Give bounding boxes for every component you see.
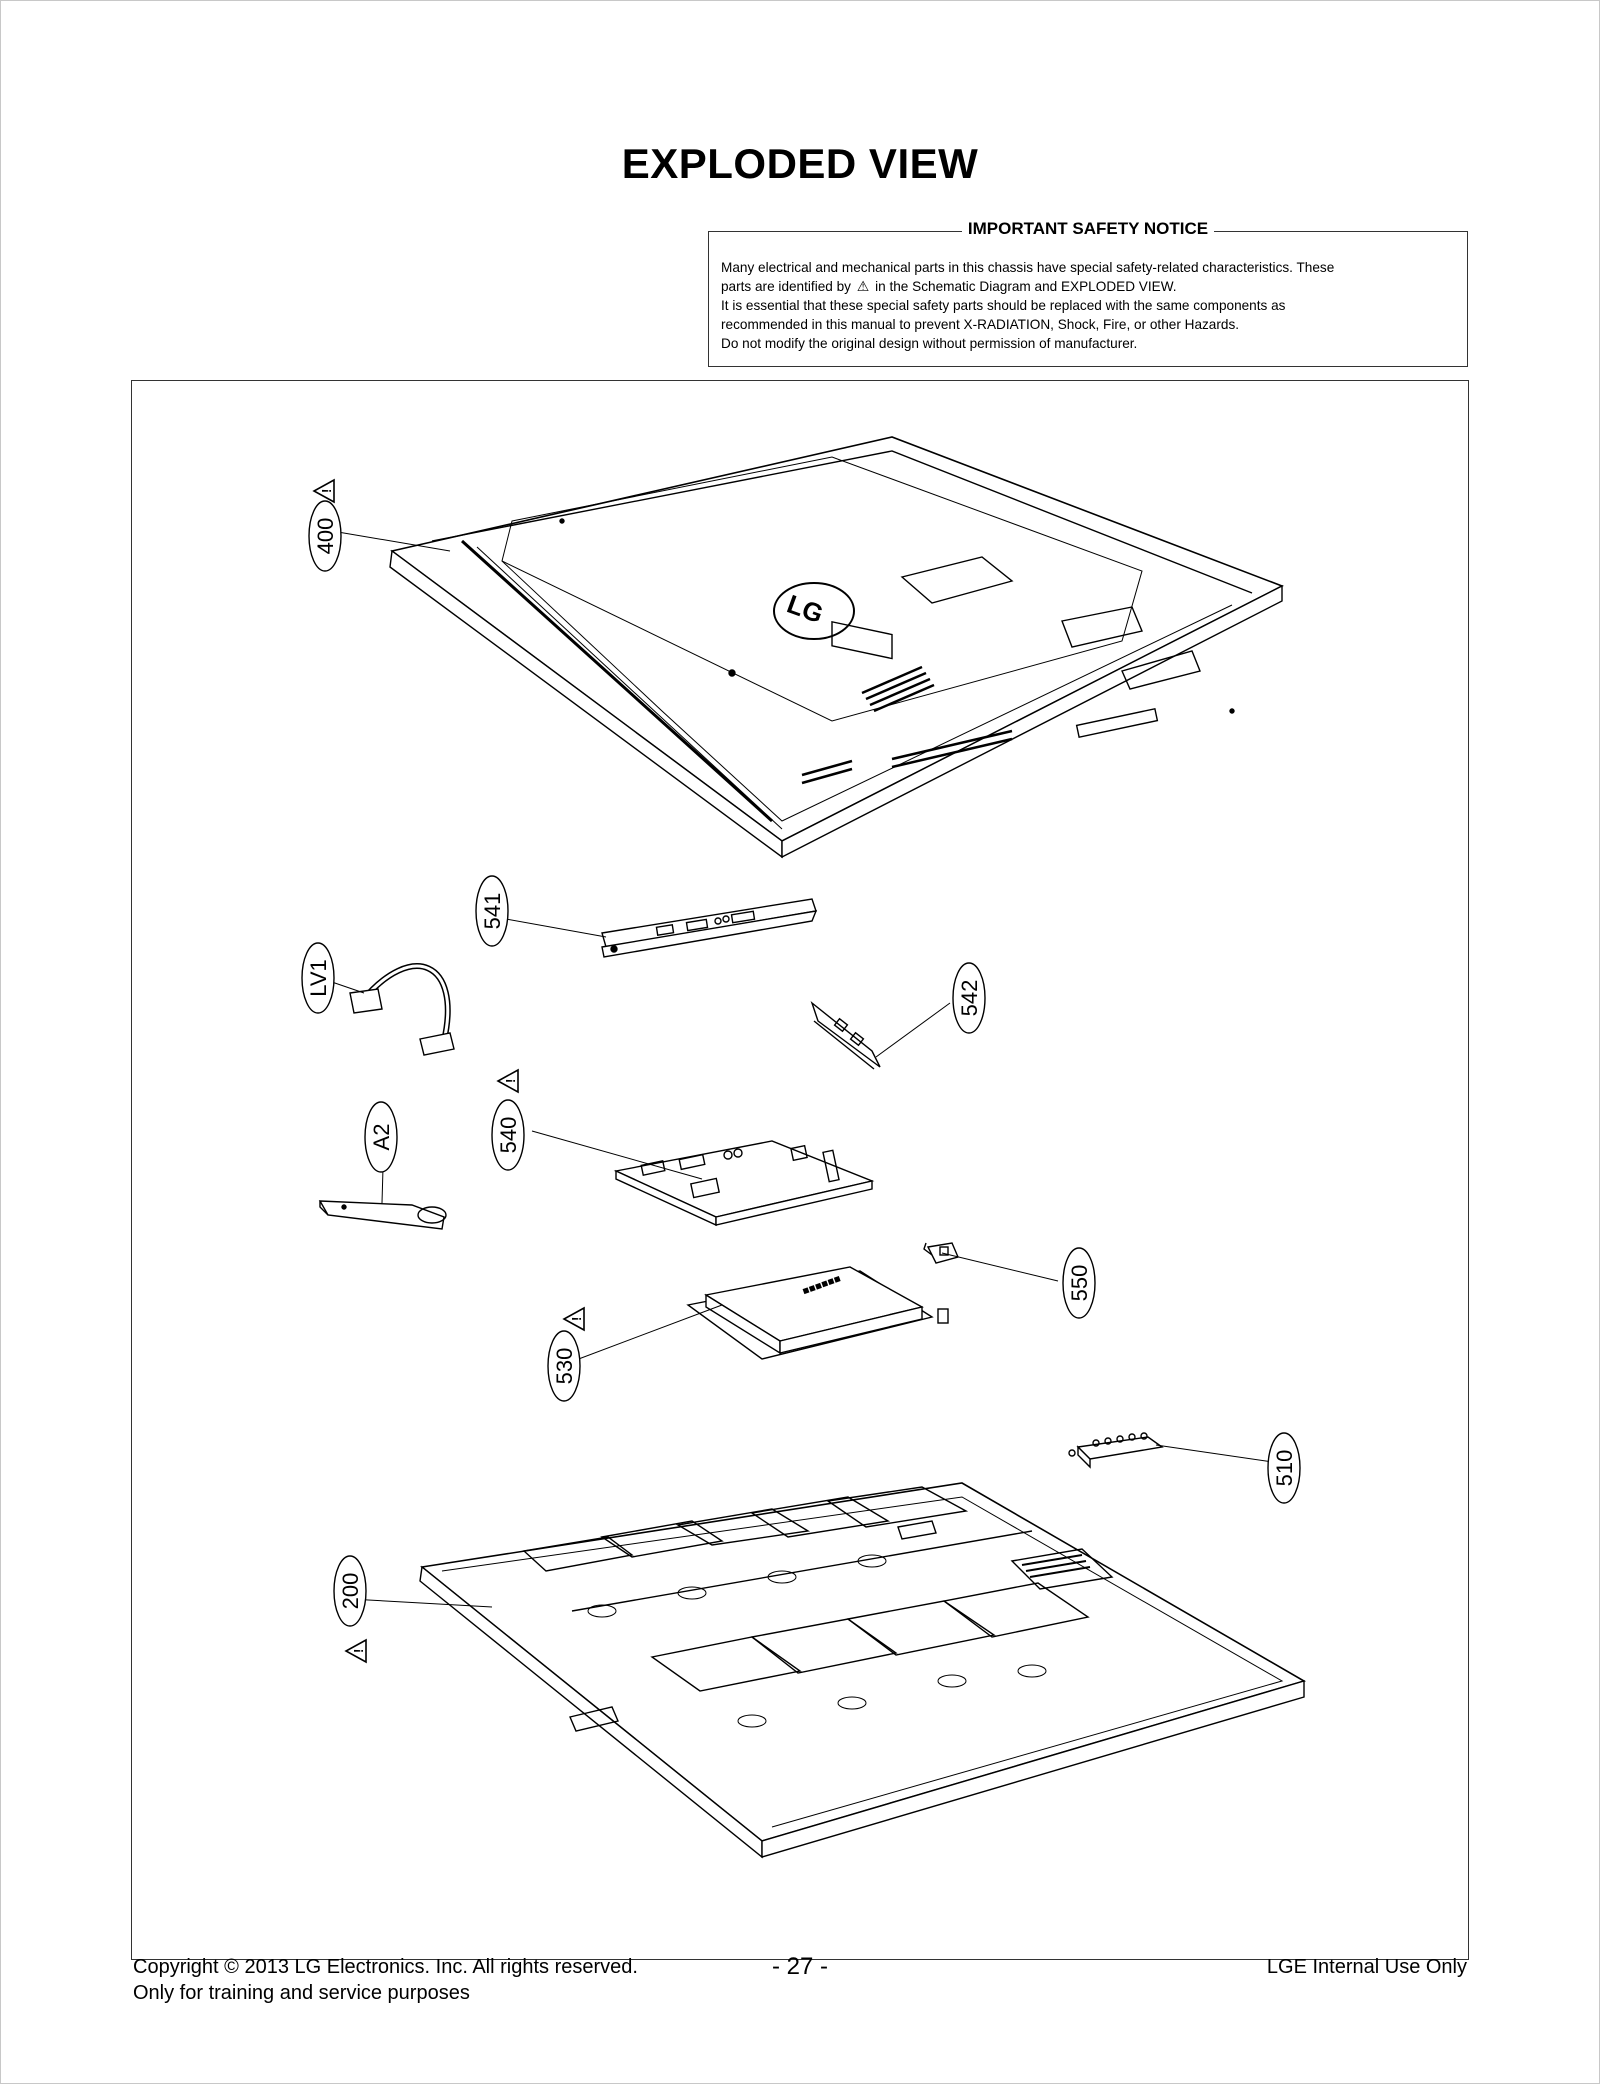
warning-triangle-icon-530: ! bbox=[562, 1306, 585, 1332]
callout-542 bbox=[952, 962, 986, 1034]
notice-line-5: Do not modify the original design withou… bbox=[721, 336, 1138, 351]
back-cover-part: LG bbox=[389, 436, 1284, 859]
callout-a2 bbox=[364, 1101, 398, 1173]
callout-400 bbox=[308, 500, 342, 572]
warning-triangle-icon-200: ! bbox=[344, 1638, 367, 1664]
part-label-542: 542 bbox=[957, 980, 982, 1017]
callout-541 bbox=[475, 875, 509, 947]
part-label-540: 540 bbox=[496, 1117, 521, 1154]
svg-text:!: ! bbox=[503, 1079, 518, 1083]
usage-text: Only for training and service purposes bbox=[133, 1982, 470, 2004]
bracket-542 bbox=[810, 1000, 881, 1070]
bottom-chassis-200 bbox=[419, 1482, 1307, 1859]
bracket-550 bbox=[923, 1242, 959, 1264]
safety-notice-body: Many electrical and mechanical parts in … bbox=[721, 258, 1455, 353]
callout-550 bbox=[1062, 1247, 1096, 1319]
main-board-540 bbox=[613, 1140, 875, 1227]
safety-notice-heading-wrap: IMPORTANT SAFETY NOTICE bbox=[709, 219, 1467, 239]
copyright-text: Copyright © 2013 LG Electronics. Inc. Al… bbox=[133, 1956, 638, 1978]
callout-510 bbox=[1267, 1432, 1301, 1504]
notice-line-2-before: parts are identified by bbox=[721, 279, 851, 294]
callout-530 bbox=[547, 1330, 581, 1402]
remote-a2 bbox=[318, 1200, 447, 1230]
part-label-lv1: LV1 bbox=[306, 959, 331, 997]
internal-use-text: LGE Internal Use Only bbox=[1266, 1956, 1467, 1978]
notice-line-4: recommended in this manual to prevent X-… bbox=[721, 317, 1240, 332]
part-label-200: 200 bbox=[338, 1573, 363, 1610]
part-label-400: 400 bbox=[313, 518, 338, 555]
warning-triangle-icon-400: ! bbox=[312, 478, 335, 504]
part-label-510: 510 bbox=[1272, 1450, 1297, 1487]
page-title: EXPLODED VIEW bbox=[621, 140, 979, 187]
exploded-view-frame: LG bbox=[131, 380, 1469, 1960]
page-number: - 27 - bbox=[771, 1953, 828, 1980]
svg-text:!: ! bbox=[569, 1317, 584, 1321]
safety-notice-box: IMPORTANT SAFETY NOTICE Many electrical … bbox=[708, 219, 1468, 367]
notice-line-2-after: in the Schematic Diagram and EXPLODED VI… bbox=[875, 279, 1177, 294]
callout-lv1 bbox=[301, 942, 335, 1014]
svg-text:!: ! bbox=[319, 489, 334, 493]
key-board-510 bbox=[1068, 1432, 1164, 1469]
part-label-541: 541 bbox=[480, 893, 505, 930]
callout-540 bbox=[491, 1099, 525, 1171]
power-board-530: ■■■■■■ bbox=[686, 1266, 949, 1360]
safety-marks: ! ! ! ! bbox=[312, 478, 585, 1664]
callout-200 bbox=[333, 1555, 367, 1627]
part-label-530: 530 bbox=[552, 1348, 577, 1385]
svg-text:!: ! bbox=[351, 1649, 366, 1653]
notice-line-2: parts are identified by ⚠ in the Schemat… bbox=[721, 277, 1455, 296]
notice-line-3: It is essential that these special safet… bbox=[721, 298, 1286, 313]
lvds-cable-lv1 bbox=[349, 963, 455, 1056]
warning-triangle-icon: ⚠ bbox=[856, 278, 870, 294]
footer-left: Copyright © 2013 LG Electronics. Inc. Al… bbox=[133, 1954, 638, 2006]
part-label-550: 550 bbox=[1067, 1265, 1092, 1302]
exploded-view-drawing: LG bbox=[301, 436, 1307, 1859]
jack-bracket-541 bbox=[601, 898, 818, 958]
notice-line-1: Many electrical and mechanical parts in … bbox=[721, 260, 1335, 275]
part-label-a2: A2 bbox=[369, 1124, 394, 1151]
warning-triangle-icon-540: ! bbox=[496, 1068, 519, 1094]
leader-lines bbox=[328, 530, 1281, 1608]
safety-notice-heading: IMPORTANT SAFETY NOTICE bbox=[961, 219, 1215, 238]
